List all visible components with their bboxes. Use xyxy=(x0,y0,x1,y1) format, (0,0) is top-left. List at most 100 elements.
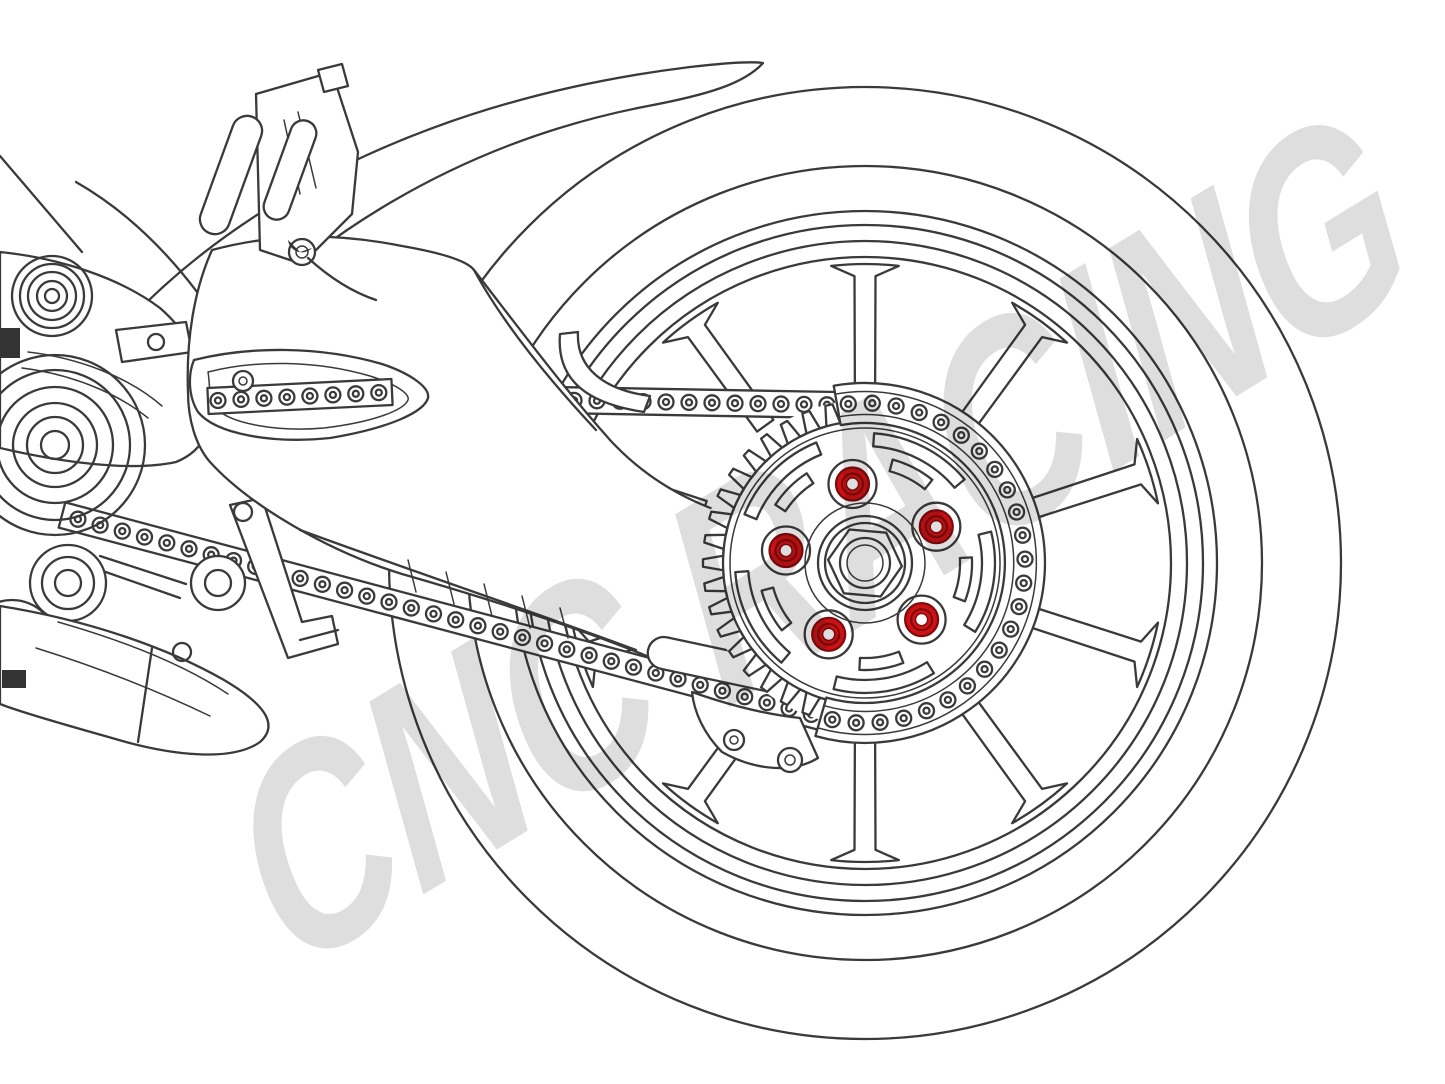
chain-pin xyxy=(236,395,246,404)
exhaust-bolt xyxy=(171,641,193,663)
side-stand-pivot xyxy=(232,501,254,523)
nut-center-hole xyxy=(845,477,860,491)
chain-pin xyxy=(429,609,438,619)
chain-pin xyxy=(753,399,763,408)
hanger-frame-line xyxy=(306,256,378,302)
chain-pin xyxy=(1020,554,1030,564)
chain-pin xyxy=(899,714,908,723)
chain-pin xyxy=(936,418,946,427)
hanger-pivot-shadow xyxy=(288,240,312,253)
nut-center-hole xyxy=(914,612,929,627)
swingarm-pivot-ring xyxy=(0,368,132,522)
chain-pin xyxy=(1014,602,1024,611)
chain-pin xyxy=(259,394,269,403)
hanger-clamp xyxy=(316,62,350,94)
swingarm-window-outline xyxy=(188,348,430,441)
chain-pin xyxy=(673,674,683,684)
chain-pin xyxy=(740,692,749,701)
bracket-bolt xyxy=(146,332,166,352)
chain-pin xyxy=(851,718,861,727)
swingarm-pivot-ring xyxy=(39,429,71,461)
swingarm-vent-slot xyxy=(558,330,652,414)
chain-pin xyxy=(875,718,885,727)
wheel-spoke xyxy=(955,693,1069,825)
axle-bore xyxy=(838,536,892,590)
chain-pin xyxy=(629,662,638,672)
chain-pin xyxy=(518,633,527,642)
chain-pin xyxy=(282,392,292,402)
carrier-slot xyxy=(952,556,974,603)
nut-red-inner-ring xyxy=(841,472,864,496)
swingarm-crease xyxy=(472,268,598,432)
nut-red-inner-ring xyxy=(817,622,841,646)
chain-pin xyxy=(374,388,383,397)
chain-pin xyxy=(762,698,772,707)
carrier-ring xyxy=(729,427,1001,699)
chain-pin xyxy=(828,715,837,724)
hub-ring xyxy=(823,521,907,605)
swingarm-pivot-ring xyxy=(0,385,115,505)
engine-mount-bolt xyxy=(18,262,86,330)
chain-pin xyxy=(776,399,786,409)
chain-pin xyxy=(540,639,549,648)
slider-rib xyxy=(521,595,531,629)
chain-pin xyxy=(963,681,972,691)
chain-pin xyxy=(140,532,149,542)
chain-pin xyxy=(305,391,315,401)
chain-in-swingarm-window xyxy=(206,377,394,416)
chain-roller-guide xyxy=(189,554,247,612)
slider-rib xyxy=(483,583,493,617)
chain-plate-arc xyxy=(816,390,1038,736)
frame-tube-line xyxy=(0,154,84,254)
frame-clamp-dark xyxy=(0,328,20,358)
chain-run-band xyxy=(206,377,394,416)
footpeg-rubber xyxy=(198,114,264,236)
chain-pin xyxy=(1003,485,1012,495)
engine-mount-bolt xyxy=(10,254,94,338)
carrier-slot xyxy=(832,661,936,695)
chain-guide-tab xyxy=(238,376,248,386)
carrier-slot xyxy=(872,432,966,489)
hanger-pivot-bolt xyxy=(295,245,309,259)
chain-pin xyxy=(162,538,171,548)
sprocket-nut-highlight xyxy=(896,594,947,645)
footpeg-rubber xyxy=(262,119,318,221)
chain-pin xyxy=(995,645,1004,655)
chain-pin xyxy=(684,398,694,407)
chain-roller-guide xyxy=(203,568,233,598)
chain-pin xyxy=(990,465,999,474)
suspension-link-bolt xyxy=(40,555,96,611)
wheel-spoke xyxy=(830,731,900,864)
wheel-spoke xyxy=(955,301,1069,433)
nut-red-inner-ring xyxy=(774,539,798,562)
chain-pin xyxy=(451,615,460,624)
frame-and-linkage-cluster xyxy=(0,250,340,756)
carrier-slot xyxy=(760,586,793,632)
chain-pin xyxy=(891,401,901,411)
engine-mount-bolt xyxy=(26,270,78,322)
carrier-slot xyxy=(743,441,823,521)
chain-pin xyxy=(362,591,371,601)
swingarm-pivot-ring xyxy=(25,415,85,475)
nut-red-inner-ring xyxy=(910,608,934,632)
chain-plate-arc xyxy=(823,413,1015,713)
chain-pin xyxy=(118,526,127,536)
footpeg-bracket xyxy=(198,62,378,302)
chain-pin xyxy=(922,706,931,715)
chain-pin xyxy=(351,389,360,398)
chain-pin xyxy=(661,397,671,407)
chain-guide-tab xyxy=(231,369,255,393)
chain-pin xyxy=(1006,624,1015,634)
swingarm-pivot-ring xyxy=(0,353,147,537)
chain-pin xyxy=(496,627,505,636)
carrier-slot xyxy=(888,458,934,491)
chain-pin xyxy=(651,668,660,678)
carrier-slot xyxy=(963,530,997,634)
linkage-bar xyxy=(98,568,182,600)
carrier-slot xyxy=(774,472,815,513)
chain-pin xyxy=(1019,578,1028,588)
chain-pin xyxy=(328,390,338,400)
chain-pin xyxy=(1012,507,1021,517)
chain-pin xyxy=(730,399,740,408)
